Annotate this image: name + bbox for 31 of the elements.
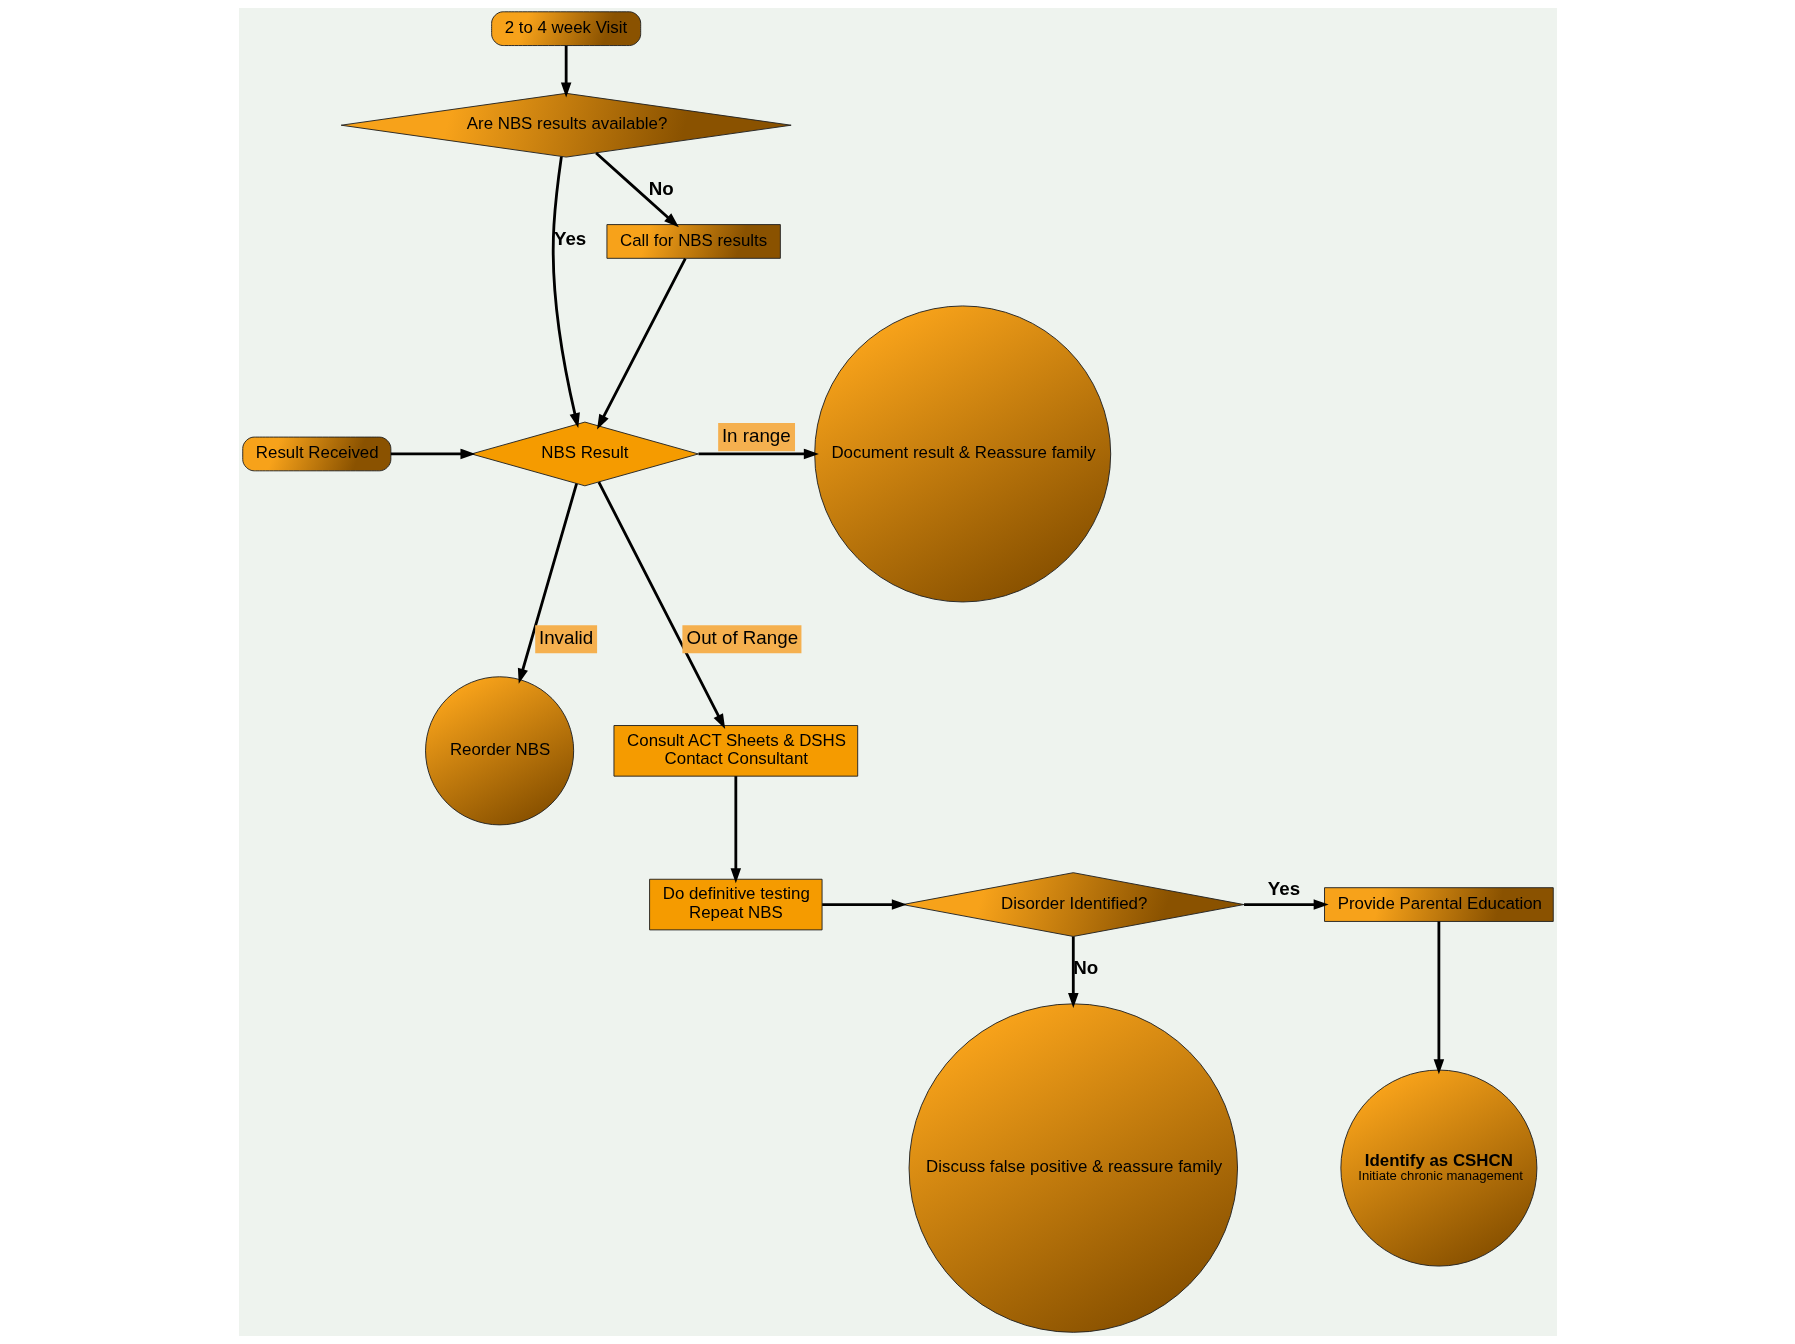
arrow — [596, 257, 687, 430]
node-box: Provide Parental Education — [1323, 887, 1554, 922]
node-circle: Identify as CSHCN Initiate chronic management — [1339, 1069, 1537, 1267]
node-circle: Document result & Reassure family — [813, 305, 1111, 603]
arrow — [821, 899, 907, 910]
arrow — [517, 483, 578, 684]
arrow — [730, 776, 741, 884]
node-circle: Discuss false positive & reassure family — [908, 1003, 1238, 1333]
arrow — [551, 156, 580, 429]
edge-label: Yes — [1267, 878, 1300, 900]
node-box: Consult ACT Sheets & DSHS Contact Consultant — [613, 725, 858, 777]
arrow — [597, 481, 725, 730]
arrow — [1067, 936, 1079, 1009]
node-circle: Reorder NBS — [424, 676, 574, 826]
arrow — [1433, 921, 1444, 1075]
edge-label: Invalid — [538, 626, 593, 648]
node-diamond: Disorder Identified? — [901, 872, 1244, 937]
node-diamond: Are NBS results available? — [340, 92, 792, 158]
arrow — [1243, 899, 1329, 910]
arrow — [594, 151, 679, 228]
edge-label: Out of Range — [686, 626, 798, 648]
node-box: Do definitive testing Repeat NBS — [648, 878, 823, 931]
node-box: 2 to 4 week Visit — [490, 11, 641, 46]
node-box: Call for NBS results — [605, 224, 781, 259]
edge-label: No — [648, 177, 674, 199]
arrow — [390, 448, 475, 460]
edge-label: Yes — [553, 228, 586, 250]
node-box: Result Received — [241, 436, 391, 472]
arrow — [560, 45, 571, 98]
arrow — [698, 448, 819, 460]
edge-label: In range — [721, 424, 791, 446]
